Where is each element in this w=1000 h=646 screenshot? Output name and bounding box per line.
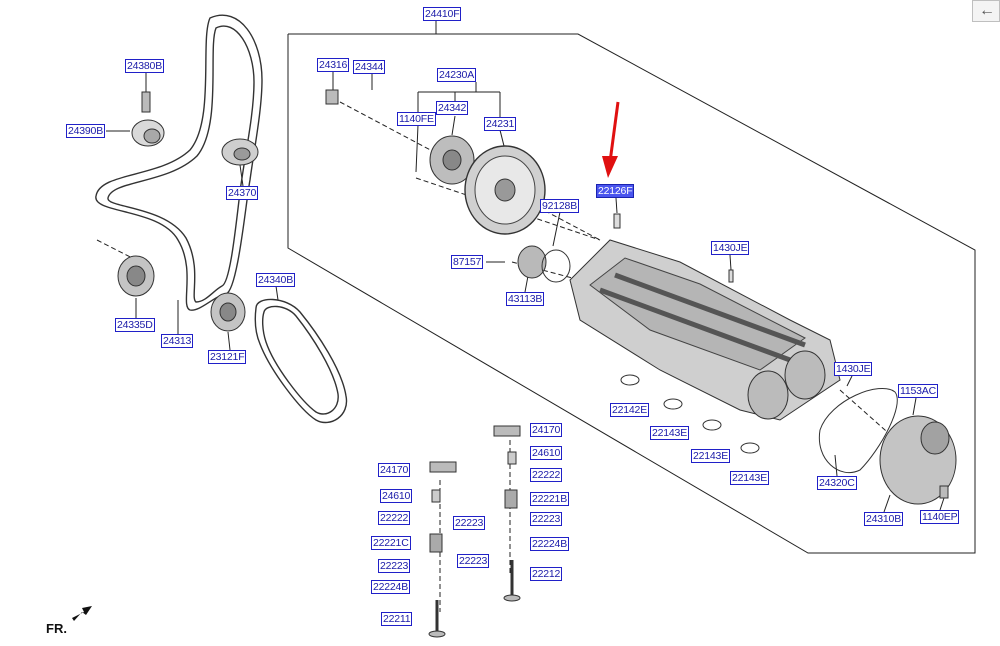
part-label[interactable]: 23121F (208, 350, 247, 364)
part-label[interactable]: 24170 (530, 423, 563, 437)
part-label[interactable]: 24230A (437, 68, 477, 82)
part-label[interactable]: 24610 (530, 446, 563, 460)
part-label[interactable]: 22223 (453, 516, 486, 530)
part-label[interactable]: 24342 (436, 101, 469, 115)
part-label[interactable]: 24335D (115, 318, 155, 332)
valve-icon (503, 560, 521, 602)
part-label[interactable]: 92128B (540, 199, 580, 213)
part-label[interactable]: 24370 (226, 186, 259, 200)
front-direction-arrow-icon (72, 606, 92, 621)
part-label[interactable]: 22221C (371, 536, 411, 550)
assembly-outline (287, 33, 976, 554)
part-label[interactable]: 24390B (66, 124, 106, 138)
part-label-selected[interactable]: 22126F (596, 184, 635, 198)
part-label[interactable]: 1153AC (898, 384, 938, 398)
o-ring-icon (620, 374, 760, 454)
part-label[interactable]: 22222 (378, 511, 411, 525)
part-label[interactable]: 24320C (817, 476, 857, 490)
lash-adjuster-icon (431, 489, 441, 503)
part-label[interactable]: 22224B (371, 580, 411, 594)
part-label[interactable]: 22212 (530, 567, 563, 581)
part-label[interactable]: 24170 (378, 463, 411, 477)
bolt-icon (325, 89, 339, 105)
part-label[interactable]: 24231 (484, 117, 517, 131)
part-label[interactable]: 43113B (506, 292, 545, 306)
camshaft-sprocket-icon (464, 145, 546, 235)
part-label[interactable]: 1430JE (711, 241, 750, 255)
part-label[interactable]: 87157 (451, 255, 484, 269)
dowel-pin-icon (613, 213, 621, 229)
drive-belt-icon (254, 298, 348, 424)
part-label[interactable]: 24340B (256, 273, 296, 287)
part-label[interactable]: 24316 (317, 58, 350, 72)
part-label[interactable]: 24380B (125, 59, 165, 73)
pump-sprocket-icon (210, 292, 246, 332)
rocker-arm-icon (493, 425, 521, 437)
part-label[interactable]: 22143E (730, 471, 770, 485)
part-label[interactable]: 22223 (530, 512, 563, 526)
part-label[interactable]: 24610 (380, 489, 413, 503)
vacuum-pump-icon (879, 415, 957, 505)
timing-belt-icon (95, 14, 263, 311)
valve-spring-icon (429, 533, 443, 553)
part-label[interactable]: 24313 (161, 334, 194, 348)
part-label[interactable]: 1140FE (397, 112, 436, 126)
lash-adjuster-icon (507, 451, 517, 465)
part-label[interactable]: 22222 (530, 468, 563, 482)
orientation-label: FR. (46, 621, 67, 636)
part-label[interactable]: 22223 (457, 554, 490, 568)
part-label[interactable]: 24344 (353, 60, 386, 74)
part-label[interactable]: 22143E (650, 426, 690, 440)
part-label[interactable]: 1430JE (834, 362, 873, 376)
part-label[interactable]: 24410F (423, 7, 462, 21)
camshaft-hub-icon (429, 135, 475, 185)
dowel-pin-icon (728, 269, 734, 283)
gasket-icon (818, 387, 898, 474)
part-label[interactable]: 22224B (530, 537, 570, 551)
part-label[interactable]: 1140EP (920, 510, 960, 524)
part-label[interactable]: 22143E (691, 449, 731, 463)
part-label[interactable]: 22223 (378, 559, 411, 573)
part-label[interactable]: 22211 (381, 612, 413, 626)
back-button[interactable]: ← (972, 0, 1000, 22)
rocker-arm-icon (429, 461, 457, 473)
bolt-icon (939, 485, 949, 499)
idler-pulley-icon (131, 91, 165, 147)
part-label[interactable]: 22221B (530, 492, 570, 506)
valve-spring-icon (504, 489, 518, 509)
pointer-arrow-icon (602, 101, 620, 178)
part-label[interactable]: 24310B (864, 512, 904, 526)
valve-icon (428, 600, 446, 638)
cylinder-head-icon (569, 239, 841, 421)
tensioner-icon (221, 138, 259, 166)
oil-seal-icon (517, 245, 571, 283)
part-label[interactable]: 22142E (610, 403, 650, 417)
crank-sprocket-icon (117, 255, 155, 297)
